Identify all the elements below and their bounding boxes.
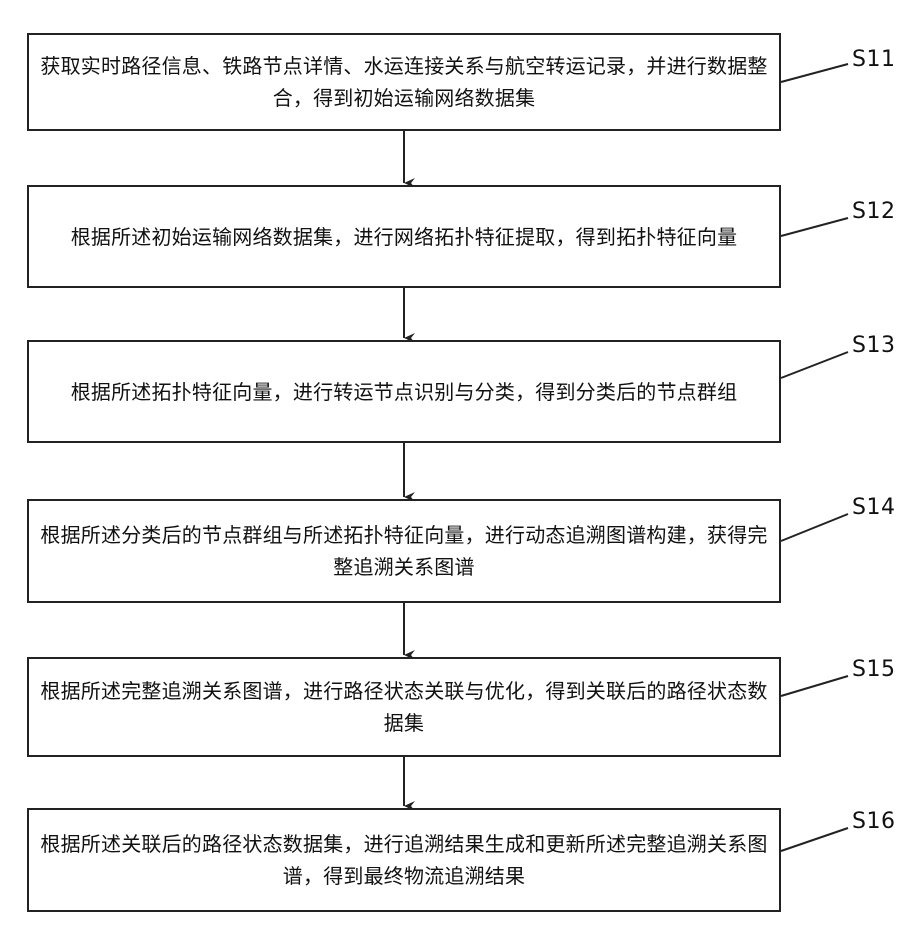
leader-s13: [781, 352, 848, 378]
step-text: 根据所述完整追溯关系图谱，进行路径状态关联与优化，得到关联后的路径状态数据集: [37, 675, 771, 739]
step-box-s12: 根据所述初始运输网络数据集，进行网络拓扑特征提取，得到拓扑特征向量: [27, 185, 781, 288]
step-box-s11: 获取实时路径信息、铁路节点详情、水运连接关系与航空转运记录，并进行数据整合，得到…: [27, 33, 781, 131]
step-label-s15: S15: [852, 658, 895, 682]
step-box-s15: 根据所述完整追溯关系图谱，进行路径状态关联与优化，得到关联后的路径状态数据集: [27, 657, 781, 757]
step-text: 获取实时路径信息、铁路节点详情、水运连接关系与航空转运记录，并进行数据整合，得到…: [37, 50, 771, 114]
step-label-s13: S13: [852, 334, 895, 358]
step-label-s16: S16: [852, 810, 895, 834]
step-text: 根据所述拓扑特征向量，进行转运节点识别与分类，得到分类后的节点群组: [71, 376, 738, 408]
step-label-s11: S11: [852, 48, 895, 72]
leader-s15: [781, 676, 848, 696]
step-text: 根据所述关联后的路径状态数据集，进行追溯结果生成和更新所述完整追溯关系图谱，得到…: [37, 828, 771, 892]
step-text: 根据所述分类后的节点群组与所述拓扑特征向量，进行动态追溯图谱构建，获得完整追溯关…: [37, 519, 771, 583]
leader-s16: [781, 828, 848, 851]
step-label-s12: S12: [852, 200, 895, 224]
step-box-s16: 根据所述关联后的路径状态数据集，进行追溯结果生成和更新所述完整追溯关系图谱，得到…: [27, 808, 781, 912]
leader-s12: [781, 218, 848, 236]
step-box-s14: 根据所述分类后的节点群组与所述拓扑特征向量，进行动态追溯图谱构建，获得完整追溯关…: [27, 499, 781, 603]
step-box-s13: 根据所述拓扑特征向量，进行转运节点识别与分类，得到分类后的节点群组: [27, 340, 781, 443]
step-text: 根据所述初始运输网络数据集，进行网络拓扑特征提取，得到拓扑特征向量: [71, 221, 738, 253]
leader-s14: [781, 514, 848, 541]
leader-s11: [781, 64, 848, 82]
step-label-s14: S14: [852, 496, 895, 520]
